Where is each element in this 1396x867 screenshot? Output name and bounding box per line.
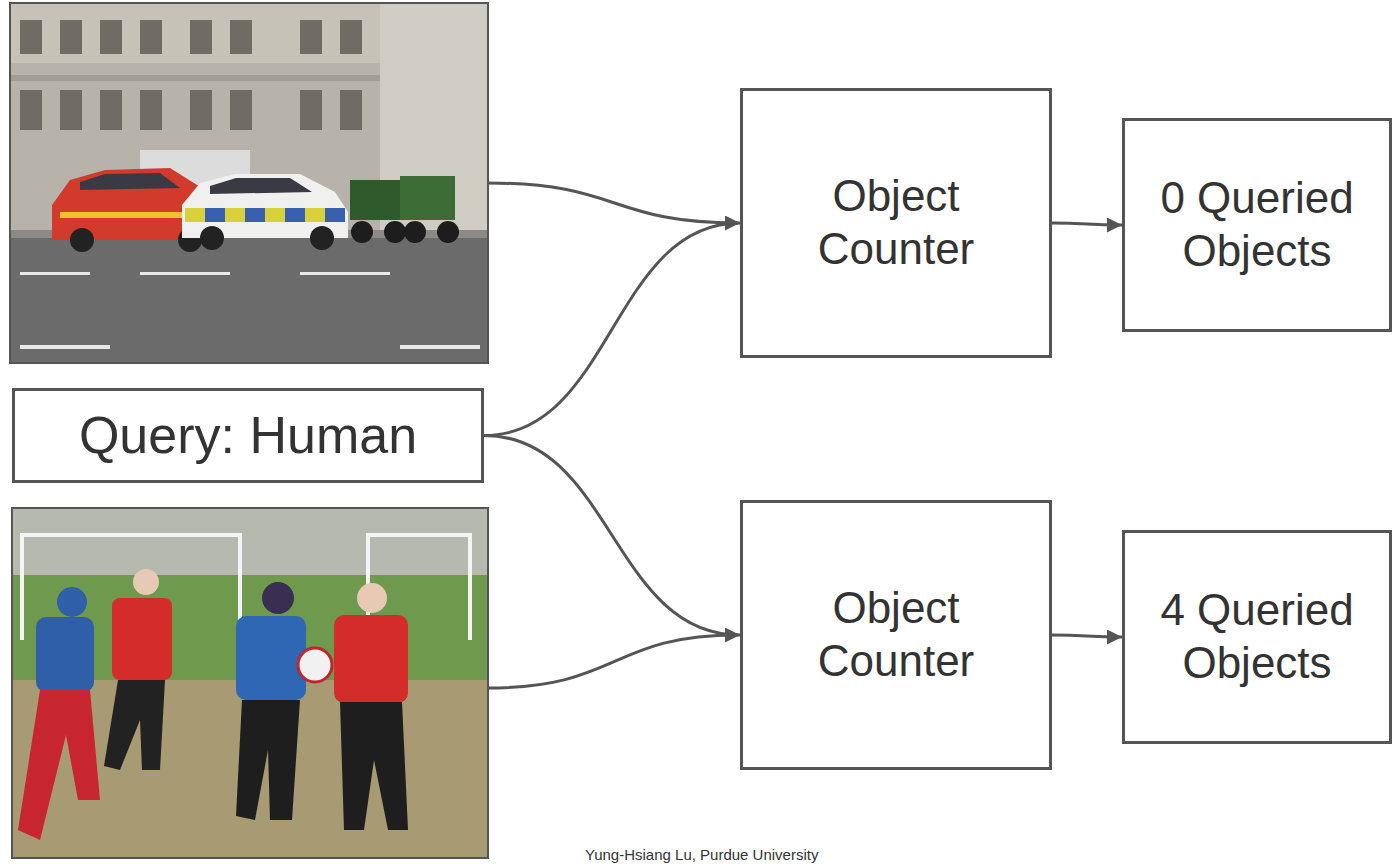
football-photo: [357, 583, 387, 613]
photo-input-line: [488, 635, 738, 688]
credit-label: Yung-Hsiang Lu, Purdue University: [585, 846, 818, 863]
box-text: Query: Human: [79, 404, 417, 466]
street-photo: [245, 208, 265, 222]
street-photo: [10, 75, 390, 81]
connector-arrow: [1052, 223, 1122, 225]
football-photo: [12, 508, 488, 858]
street-photo: [10, 235, 488, 363]
box-text: 0 Queried Objects: [1142, 172, 1372, 278]
process-box: Object Counter: [740, 88, 1052, 358]
street-photo: [60, 20, 82, 54]
street-photo: [384, 221, 406, 243]
football-photo: [298, 648, 332, 682]
connector-arrow: [484, 223, 740, 436]
street-photo: [70, 228, 94, 252]
street-photo: [20, 272, 90, 275]
street-photo: [300, 272, 390, 275]
street-photo: [190, 90, 212, 130]
street-photo: [210, 178, 312, 194]
football-photo: [236, 616, 306, 700]
photo-input-line: [488, 183, 738, 223]
query-box: Query: Human: [12, 388, 484, 483]
street-photo: [340, 90, 362, 130]
street-photo: [80, 173, 180, 190]
street-photo: [325, 208, 345, 222]
street-photo: [400, 176, 455, 220]
box-text: Object Counter: [786, 582, 1006, 688]
street-photo: [20, 90, 42, 130]
street-photo: [230, 90, 252, 130]
football-photo: [104, 680, 165, 770]
street-photo: [300, 90, 322, 130]
football-photo: [340, 702, 408, 830]
street-photo: [400, 345, 480, 349]
street-photo: [10, 3, 488, 363]
football-photo: [334, 615, 408, 703]
street-photo: [190, 20, 212, 54]
street-photo: [140, 20, 162, 54]
street-photo: [305, 208, 325, 222]
street-photo: [140, 90, 162, 130]
street-photo: [100, 90, 122, 130]
street-photo: [140, 272, 230, 275]
street-photo: [265, 208, 285, 222]
football-photo: [57, 587, 87, 617]
football-photo: [133, 569, 159, 595]
street-photo: [185, 208, 205, 222]
output-box: 4 Queried Objects: [1122, 530, 1392, 744]
street-photo: [185, 208, 345, 222]
street-photo: [340, 20, 362, 54]
football-photo: [12, 508, 488, 858]
connector-arrow: [1052, 635, 1122, 637]
street-photo: [225, 208, 245, 222]
process-box: Object Counter: [740, 500, 1052, 770]
football-photo: [112, 598, 172, 680]
street-photo: [404, 221, 426, 243]
connector-arrow: [484, 436, 740, 636]
street-photo: [350, 180, 400, 220]
street-photo: [310, 226, 334, 250]
street-photo: [230, 20, 252, 54]
street-photo: [205, 208, 225, 222]
football-photo: [12, 508, 488, 858]
football-photo: [18, 690, 100, 840]
street-photo: [200, 226, 224, 250]
output-box: 0 Queried Objects: [1122, 118, 1392, 332]
street-photo: [285, 208, 305, 222]
street-photo: [100, 20, 122, 54]
football-photo: [262, 582, 294, 614]
football-photo: [36, 617, 94, 692]
street-photo: [60, 90, 82, 130]
photo-input-line: [488, 183, 738, 688]
box-text: 4 Queried Objects: [1142, 584, 1372, 690]
football-photo: [12, 680, 488, 858]
box-text: Object Counter: [786, 170, 1006, 276]
street-photo: [351, 221, 373, 243]
street-photo: [10, 3, 488, 363]
football-photo: [236, 700, 300, 820]
street-photo: [10, 3, 488, 363]
street-photo: [300, 20, 322, 54]
street-photo: [437, 221, 459, 243]
street-photo: [20, 20, 42, 54]
street-photo: [20, 345, 110, 349]
